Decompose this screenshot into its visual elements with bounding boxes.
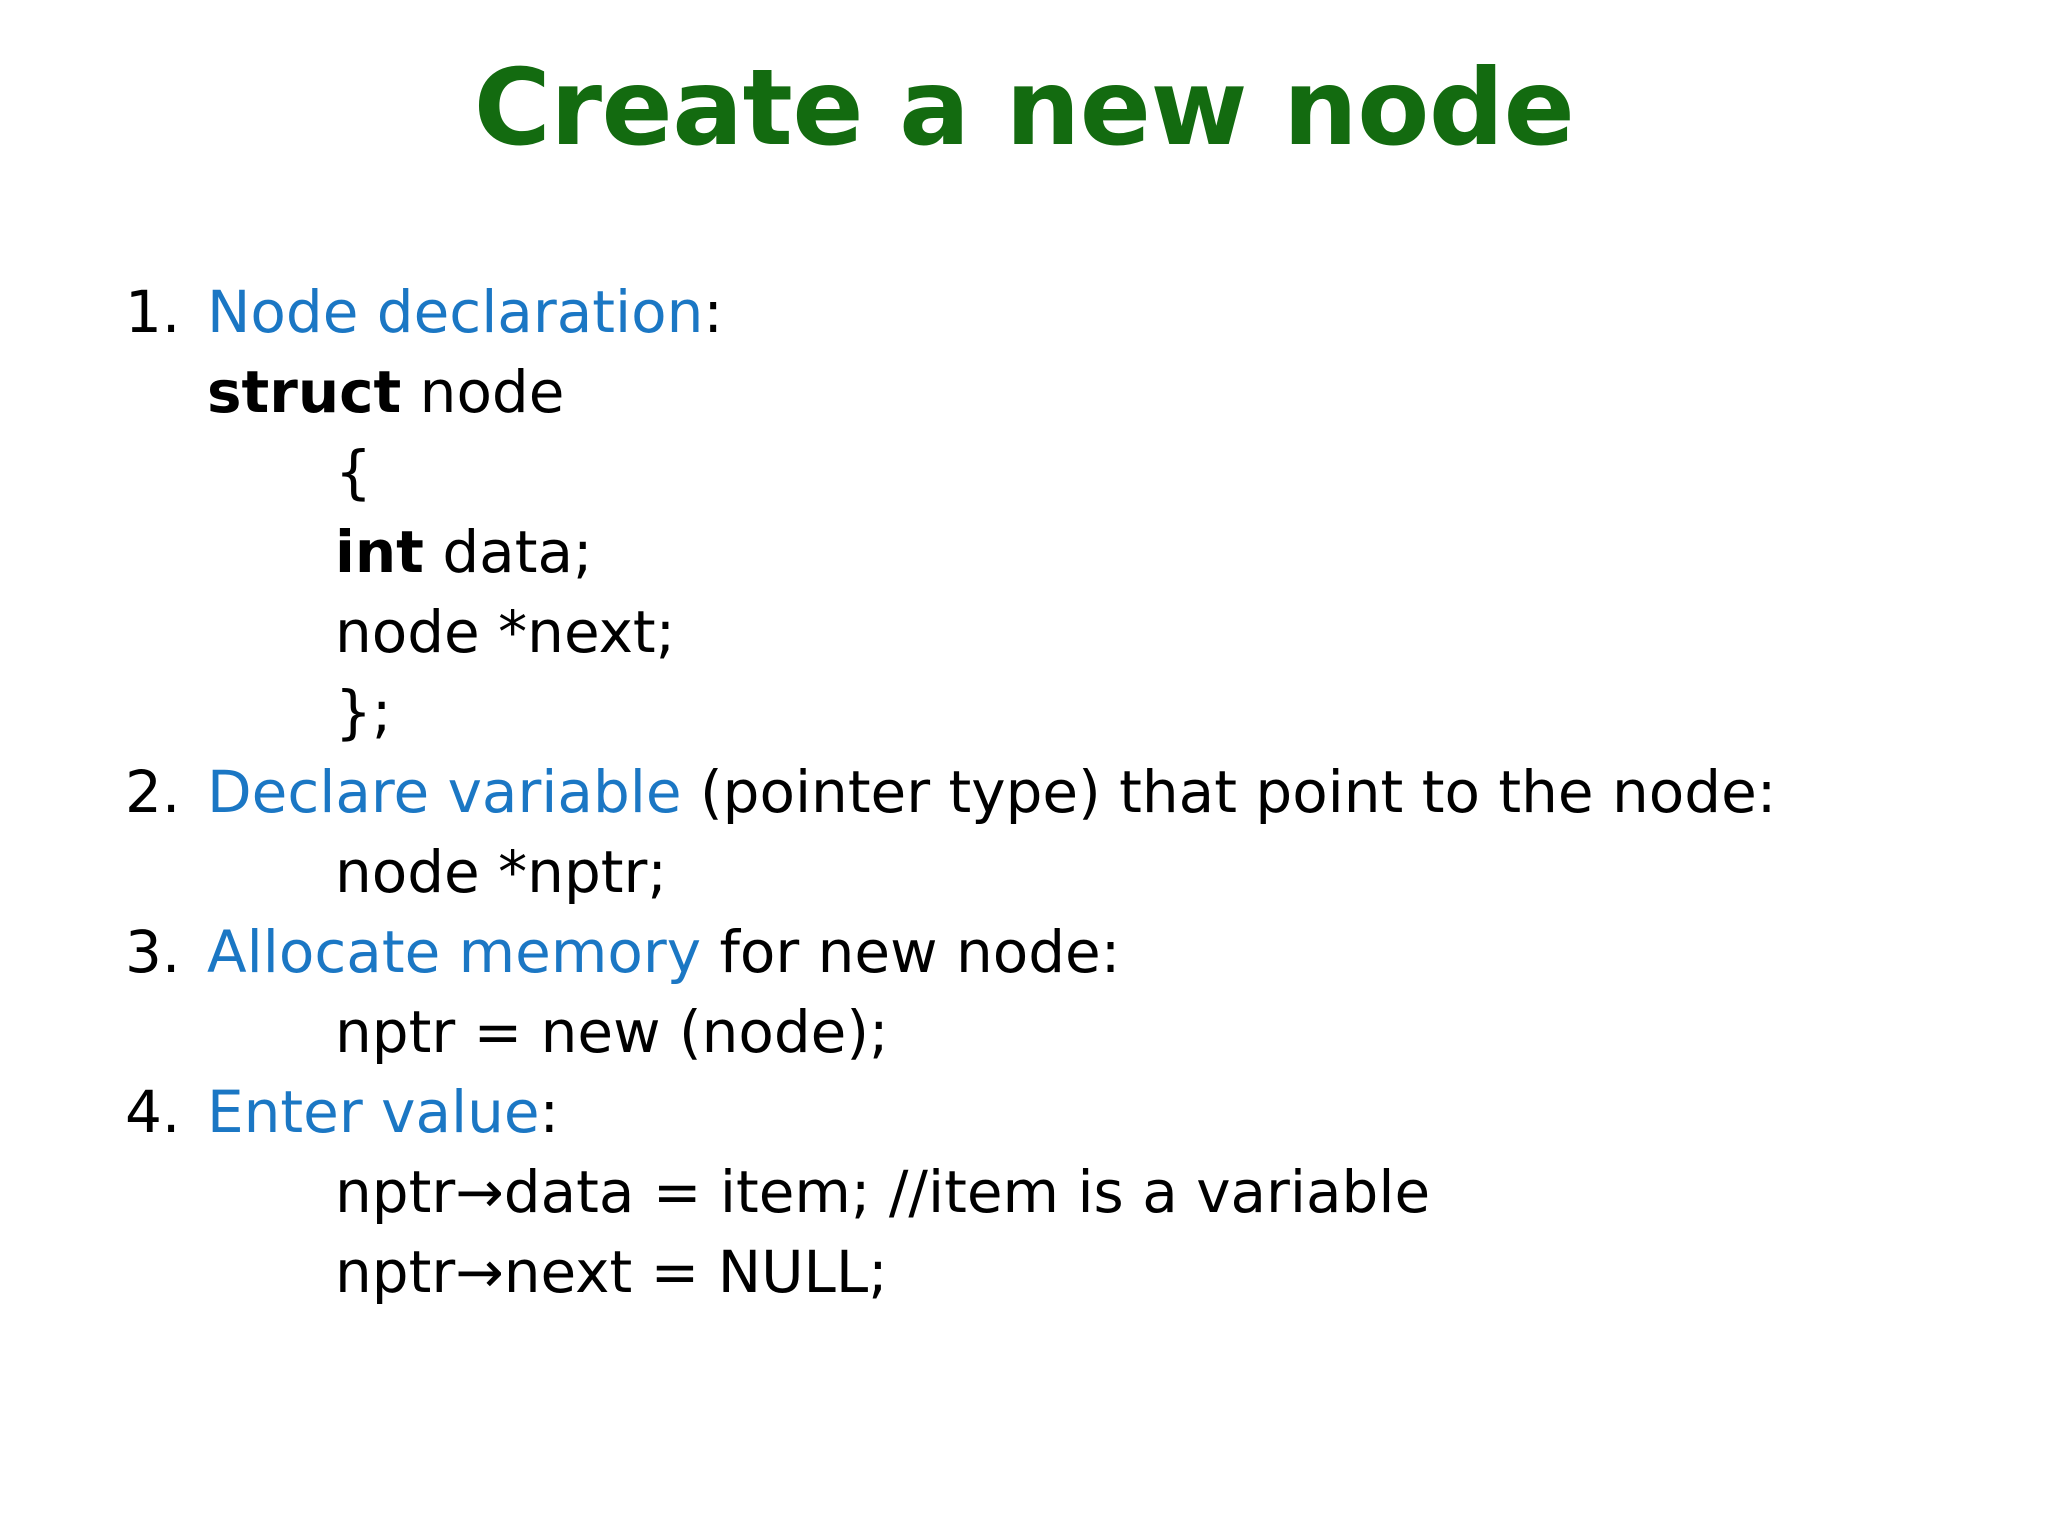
list-item: 1. Node declaration: [125, 272, 1985, 352]
list-item-number: 2. [125, 758, 181, 826]
list-item-heading: Enter value [207, 1078, 540, 1146]
code-keyword: struct [207, 358, 402, 426]
code-line: node *next; [125, 592, 1985, 672]
code-text: nptr→next = NULL; [335, 1238, 888, 1306]
code-text: node *next; [335, 598, 676, 666]
list-item-heading-suffix: for new node: [701, 918, 1121, 986]
list-item: 2. Declare variable (pointer type) that p… [125, 752, 1985, 832]
code-line: { [125, 432, 1985, 512]
code-line: int data; [125, 512, 1985, 592]
page-title: Create a new node [473, 47, 1575, 169]
code-keyword: int [335, 518, 424, 586]
list-item-number: 4. [125, 1078, 181, 1146]
list-item-heading-suffix: : [539, 1078, 560, 1146]
code-text: node *nptr; [335, 838, 667, 906]
list-item-heading: Node declaration [207, 278, 704, 346]
list-item-number: 1. [125, 278, 181, 346]
code-line: nptr = new (node); [125, 992, 1985, 1072]
slide-body: 1. Node declaration: struct node { int da… [125, 272, 1985, 1312]
code-line: nptr→next = NULL; [125, 1232, 1985, 1312]
list-item-number: 3. [125, 918, 181, 986]
list-item: 4. Enter value: [125, 1072, 1985, 1152]
list-item: 3. Allocate memory for new node: [125, 912, 1985, 992]
code-line: node *nptr; [125, 832, 1985, 912]
code-line: struct node [125, 352, 1985, 432]
list-item-heading: Declare variable [207, 758, 682, 826]
code-text: nptr = new (node); [335, 998, 889, 1066]
code-text: nptr→data = item; //item is a variable [335, 1158, 1431, 1226]
code-text: data; [423, 518, 593, 586]
code-text: { [335, 438, 372, 506]
code-line: nptr→data = item; //item is a variable [125, 1152, 1985, 1232]
list-item-heading-suffix: : [703, 278, 723, 346]
list-item-heading: Allocate memory [207, 918, 702, 986]
code-line: }; [125, 672, 1985, 752]
list-item-heading-suffix: (pointer type) that point to the node: [681, 758, 1777, 826]
code-text: node [401, 358, 565, 426]
code-text: }; [335, 678, 392, 746]
